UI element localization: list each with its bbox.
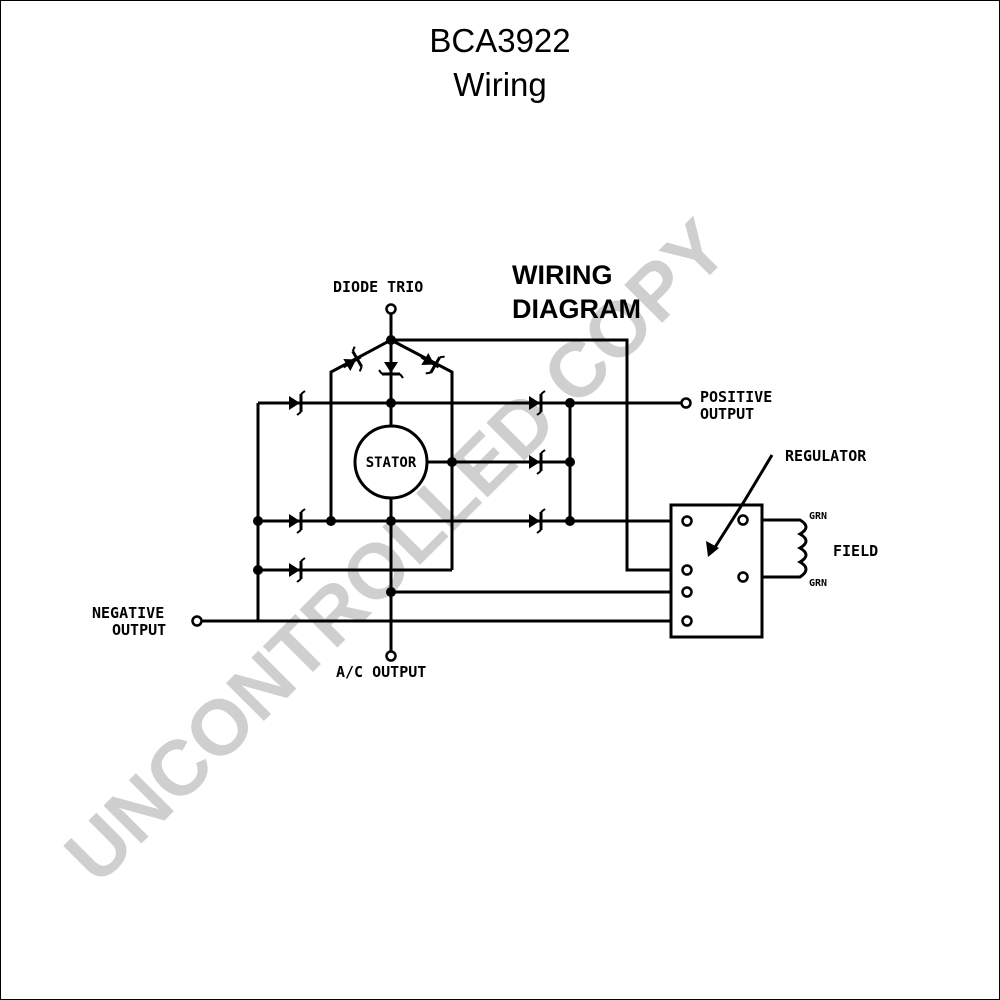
wires [201, 310, 808, 652]
diode-trio-center [377, 356, 405, 380]
diode-neg-bottom [283, 556, 307, 584]
junction-dots [253, 335, 575, 597]
stator-circle [353, 424, 429, 500]
diode-neg-mid [283, 507, 307, 535]
terminals [191, 303, 749, 662]
ac-output-label: A/C OUTPUT [336, 663, 426, 681]
regulator-arrow-head [706, 541, 719, 557]
positive-output-label-1: POSITIVE [700, 388, 772, 406]
grn-top-label: GRN [809, 511, 827, 522]
positive-output-label-2: OUTPUT [700, 405, 754, 423]
diode-pos-bottom [523, 507, 547, 535]
stator-label: STATOR [366, 455, 417, 471]
diode-trio-right [413, 345, 447, 379]
field-label: FIELD [833, 542, 878, 560]
diode-trio-label: DIODE TRIO [333, 278, 423, 296]
grn-bottom-label: GRN [809, 578, 827, 589]
negative-output-label-1: NEGATIVE [92, 604, 164, 622]
negative-output-label-2: OUTPUT [112, 621, 166, 639]
diode-neg-top [283, 389, 307, 417]
diode-trio-left [335, 345, 369, 379]
diagram-heading-line2: DIAGRAM [512, 294, 641, 324]
regulator-label: REGULATOR [785, 447, 867, 465]
page-subtitle: Wiring [453, 66, 547, 103]
diagram-heading-line1: WIRING [512, 260, 613, 290]
page-title: BCA3922 [429, 22, 571, 59]
regulator-arrow [710, 454, 774, 553]
